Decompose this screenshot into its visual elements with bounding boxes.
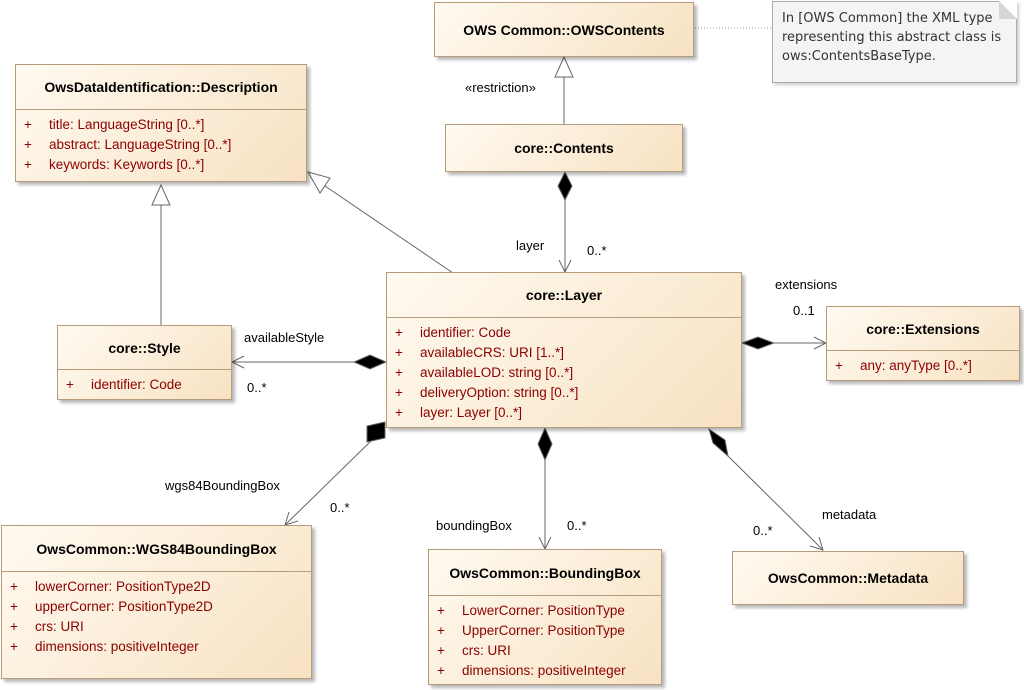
layer-generalization-arrowhead: [306, 171, 331, 194]
class-name: OWS Common::OWSContents: [463, 21, 665, 38]
class-metadata[interactable]: OwsCommon::Metadata: [732, 551, 964, 605]
attribute: +title: LanguageString [0..*]: [24, 117, 205, 132]
attribute-list: +identifier: Code: [58, 369, 231, 395]
note-line: ows:ContentsBaseType.: [782, 49, 936, 64]
class-name: core::Layer: [525, 287, 603, 303]
layer-style-diamond: [352, 354, 388, 370]
extensions-role-label: extensions: [775, 277, 838, 292]
wgs84-role-label: wgs84BoundingBox: [165, 478, 280, 493]
attribute: +UpperCorner: PositionType: [437, 623, 625, 638]
attribute: +abstract: LanguageString [0..*]: [24, 137, 232, 152]
metadata-multiplicity-label: 0..*: [753, 523, 773, 538]
note[interactable]: In [OWS Common] the XML type representin…: [772, 1, 1017, 83]
class-name: OwsDataIdentification::Description: [44, 79, 278, 95]
layer-extensions-diamond: [740, 336, 776, 350]
attribute: +layer: Layer [0..*]: [395, 405, 523, 420]
class-style[interactable]: core::Style +identifier: Code: [57, 325, 232, 400]
note-line: representing this abstract class is: [782, 30, 1002, 45]
layer-style-arrowhead: [230, 355, 245, 369]
attribute-list: +identifier: Code +availableCRS: URI [1.…: [387, 317, 741, 423]
attribute-list: +lowerCorner: PositionType2D +upperCorne…: [2, 571, 311, 657]
attribute-list: +any: anyType [0..*]: [827, 350, 1019, 376]
layer-wgs84-line: [284, 440, 372, 526]
class-name: OwsCommon::WGS84BoundingBox: [36, 540, 277, 557]
attribute: +upperCorner: PositionType2D: [10, 599, 213, 614]
attribute: +crs: URI: [10, 619, 84, 634]
attribute: +crs: URI: [437, 643, 511, 658]
note-line: In [OWS Common] the XML type: [782, 11, 993, 26]
style-generalization-arrowhead: [151, 183, 171, 206]
attribute-list: +LowerCorner: PositionType +UpperCorner:…: [429, 595, 661, 681]
layer-metadata-arrowhead: [809, 536, 824, 551]
layer-metadata-diamond: [708, 427, 729, 458]
layer-wgs84-diamond: [366, 421, 386, 443]
class-wgs84-bounding-box[interactable]: OwsCommon::WGS84BoundingBox +lowerCorner…: [1, 525, 312, 679]
attribute: +dimensions: positiveInteger: [437, 663, 626, 678]
attribute: +LowerCorner: PositionType: [437, 603, 625, 618]
wgs84-multiplicity-label: 0..*: [330, 500, 350, 515]
layer-generalization-line: [324, 185, 454, 274]
attribute-list: +title: LanguageString [0..*] +abstract:…: [16, 109, 306, 175]
contents-layer-diamond: [557, 170, 573, 202]
layer-metadata-line: [727, 455, 824, 551]
class-layer[interactable]: core::Layer +identifier: Code +available…: [386, 272, 742, 428]
attribute: +keywords: Keywords [0..*]: [24, 157, 205, 172]
class-description[interactable]: OwsDataIdentification::Description +titl…: [15, 64, 307, 182]
restriction-stereotype-label: «restriction»: [465, 80, 536, 95]
attribute: +availableLOD: string [0..*]: [395, 365, 574, 380]
bbox-role-label: boundingBox: [436, 518, 512, 533]
class-name: core::Contents: [514, 140, 614, 156]
class-bounding-box[interactable]: OwsCommon::BoundingBox +LowerCorner: Pos…: [428, 549, 662, 685]
class-extensions[interactable]: core::Extensions +any: anyType [0..*]: [826, 306, 1020, 381]
style-role-label: availableStyle: [244, 330, 325, 345]
class-contents[interactable]: core::Contents: [445, 124, 683, 172]
attribute: +identifier: Code: [395, 325, 511, 340]
layer-role-label: layer: [516, 238, 545, 253]
layer-multiplicity-label: 0..*: [587, 243, 607, 258]
bbox-multiplicity-label: 0..*: [567, 518, 587, 533]
extensions-multiplicity-label: 0..1: [793, 303, 815, 318]
attribute: +availableCRS: URI [1..*]: [395, 345, 565, 360]
attribute: +lowerCorner: PositionType2D: [10, 579, 211, 594]
attribute: +dimensions: positiveInteger: [10, 639, 199, 654]
attribute: +identifier: Code: [66, 377, 182, 392]
restriction-arrowhead: [554, 55, 574, 78]
layer-bbox-diamond: [537, 426, 553, 462]
class-name: OwsCommon::Metadata: [767, 570, 929, 586]
attribute: +any: anyType [0..*]: [835, 358, 972, 373]
note-fold-corner: [999, 1, 1017, 19]
class-name: core::Extensions: [866, 320, 980, 337]
attribute: +deliveryOption: string [0..*]: [395, 385, 579, 400]
class-name: OwsCommon::BoundingBox: [449, 564, 641, 581]
class-ows-contents[interactable]: OWS Common::OWSContents: [434, 2, 694, 57]
metadata-role-label: metadata: [822, 507, 877, 522]
class-name: core::Style: [108, 339, 181, 356]
style-multiplicity-label: 0..*: [247, 380, 267, 395]
